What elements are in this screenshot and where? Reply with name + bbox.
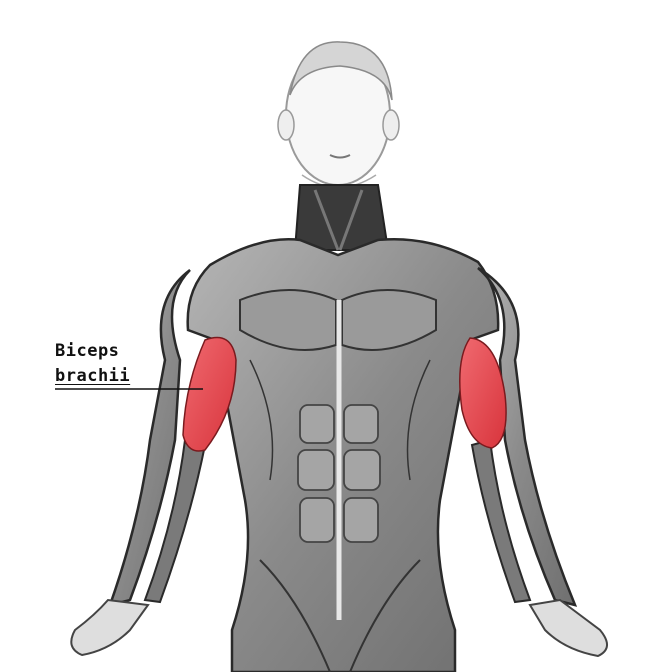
biceps-brachii-right bbox=[460, 338, 506, 448]
left-arm bbox=[71, 270, 205, 655]
torso bbox=[188, 239, 498, 672]
head bbox=[278, 42, 399, 188]
muscle-label-line-2: brachii bbox=[55, 366, 130, 386]
biceps-brachii-left bbox=[183, 338, 236, 452]
muscle-label-line-1: Biceps bbox=[55, 341, 119, 361]
